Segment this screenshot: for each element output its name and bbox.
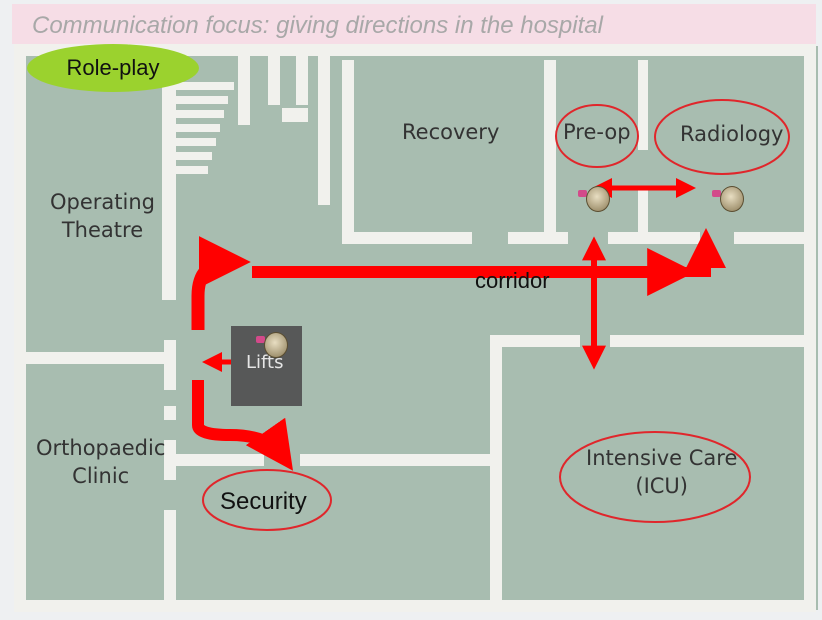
floor-area bbox=[14, 46, 818, 610]
walls bbox=[22, 55, 810, 605]
room-operating-line2: Theatre bbox=[61, 218, 144, 243]
room-radiology: Radiology bbox=[680, 122, 784, 146]
preop-highlight bbox=[555, 104, 639, 168]
room-icu: Intensive Care (ICU) bbox=[586, 444, 737, 501]
person-icon bbox=[256, 330, 288, 360]
person-icon bbox=[578, 184, 610, 214]
roleplay-label: Role-play bbox=[66, 55, 160, 80]
room-recovery: Recovery bbox=[402, 120, 500, 144]
room-icu-line1: Intensive Care bbox=[586, 446, 738, 470]
outer-wall bbox=[14, 44, 816, 612]
slide-header: Communication focus: giving directions i… bbox=[12, 4, 816, 44]
room-icu-line2: (ICU) bbox=[635, 474, 688, 499]
highlights bbox=[202, 99, 790, 531]
room-operating-theatre: Operating Theatre bbox=[50, 188, 155, 245]
room-ortho-line1: Orthopaedic bbox=[36, 436, 166, 460]
slide-title: Communication focus: giving directions i… bbox=[32, 12, 603, 39]
radiology-arrow bbox=[678, 228, 726, 277]
room-ortho-line2: Clinic bbox=[72, 464, 130, 489]
room-orthopaedic-clinic: Orthopaedic Clinic bbox=[36, 434, 165, 491]
roleplay-badge: Role-play bbox=[27, 44, 199, 92]
person-icon bbox=[712, 184, 744, 214]
security-highlight bbox=[202, 469, 332, 531]
route bbox=[191, 178, 726, 471]
security-arrow bbox=[192, 380, 294, 471]
corridor-label: corridor bbox=[475, 268, 550, 293]
room-operating-line1: Operating bbox=[50, 190, 155, 214]
room-security: Security bbox=[220, 488, 307, 515]
icu-highlight bbox=[559, 431, 751, 523]
radiology-highlight bbox=[654, 99, 790, 175]
route-corner-arrow bbox=[191, 236, 251, 330]
room-pre-op: Pre-op bbox=[563, 120, 631, 144]
